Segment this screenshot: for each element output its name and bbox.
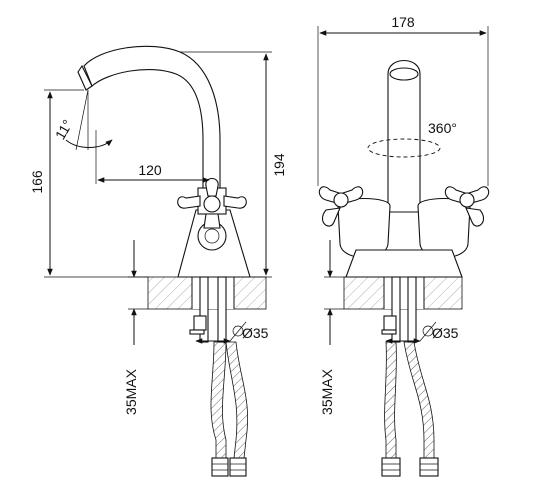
side-view: 194 166 120 11° Ø35 <box>29 45 287 477</box>
dimension-thickness-left: 35MAX <box>123 240 148 415</box>
dim-label-angle: 11° <box>52 117 76 142</box>
dim-label-diameter-right: Ø35 <box>432 325 459 341</box>
dim-label-diameter-left: Ø35 <box>242 325 269 341</box>
dim-label-178: 178 <box>391 14 415 30</box>
dimension-thickness-right: 35MAX <box>319 240 344 415</box>
side-hoses <box>189 276 249 477</box>
dim-label-120: 120 <box>138 162 162 178</box>
dim-label-max-right: 35MAX <box>319 368 335 415</box>
dimension-reach: 120 <box>95 130 210 184</box>
front-view: 360° 178 Ø35 <box>317 14 490 477</box>
dimension-height-spout: 166 <box>29 89 148 278</box>
dimension-hole-left: Ø35 <box>195 321 269 344</box>
front-hoses <box>381 276 439 477</box>
faucet-front-body <box>318 60 490 278</box>
dim-label-max-left: 35MAX <box>123 368 139 415</box>
dim-label-194: 194 <box>271 153 287 177</box>
dimension-spout-angle: 11° <box>52 89 113 151</box>
dimension-hole-right: Ø35 <box>385 321 459 344</box>
rotation-indicator: 360° <box>367 120 457 158</box>
dimension-width: 178 <box>317 14 489 186</box>
dim-label-rotation: 360° <box>428 120 457 136</box>
dimension-height-total: 194 <box>180 51 287 278</box>
faucet-side-body <box>77 45 251 278</box>
dim-label-166: 166 <box>29 170 45 194</box>
